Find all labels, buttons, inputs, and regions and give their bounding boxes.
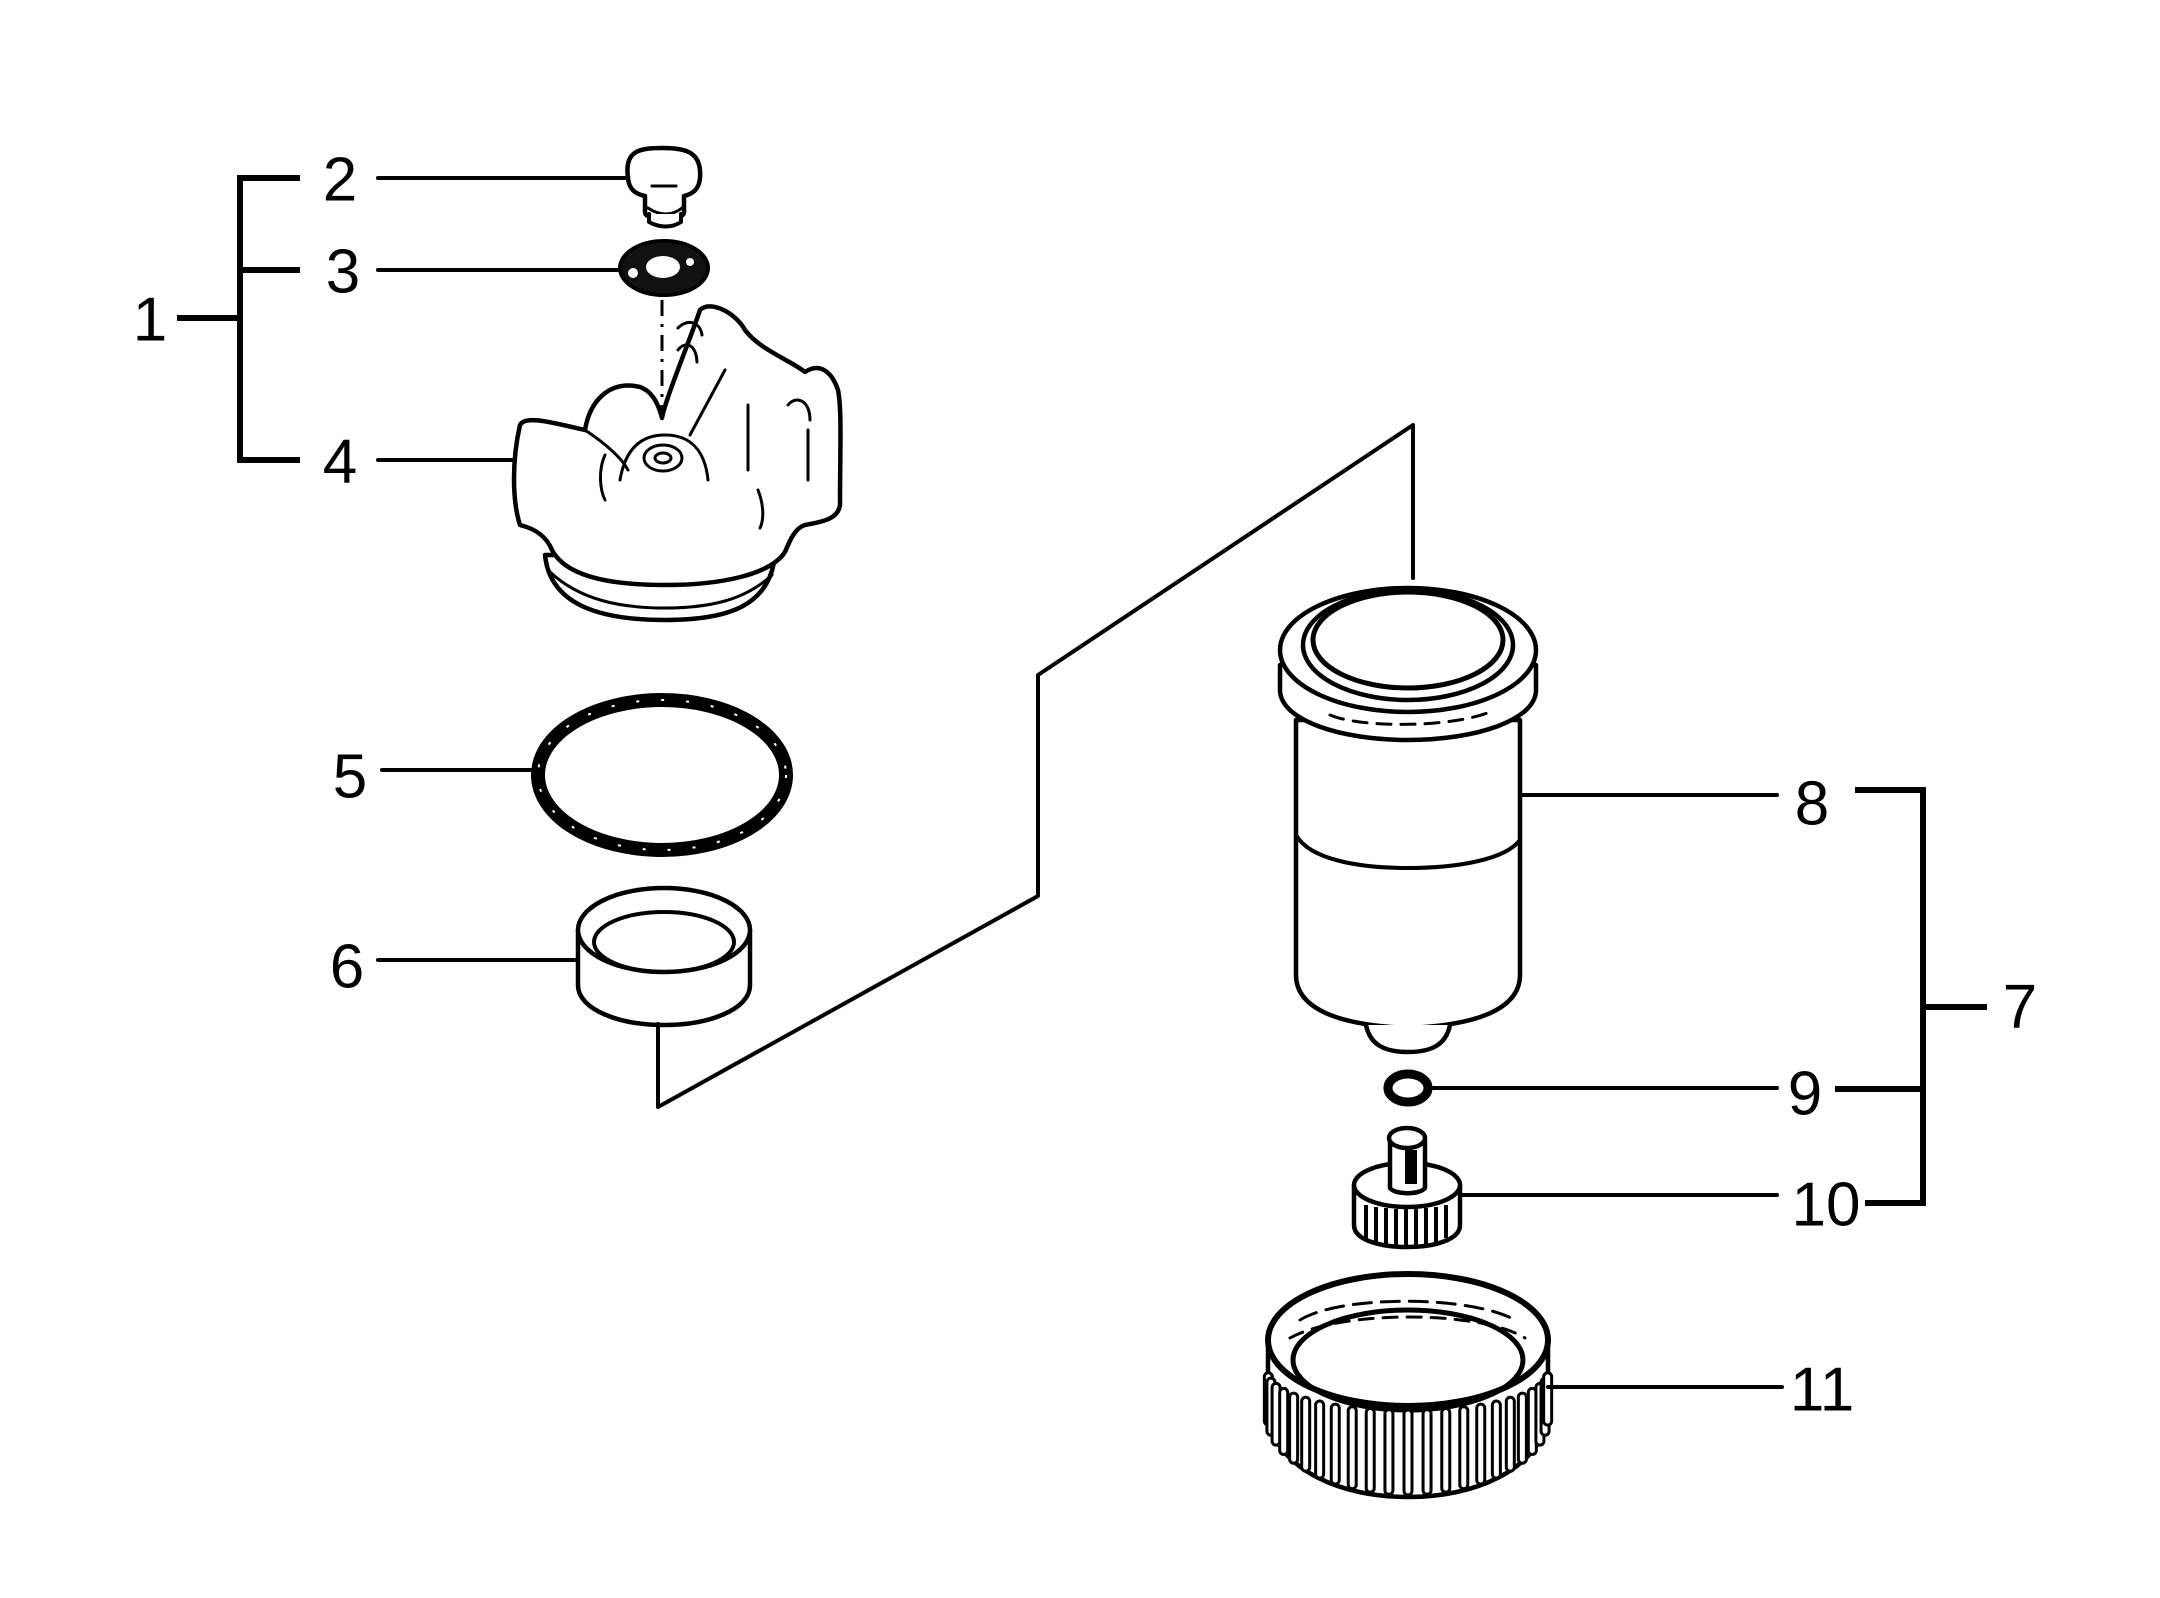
callout-label-9[interactable]: 9 bbox=[1788, 1060, 1822, 1129]
callout-label-6[interactable]: 6 bbox=[330, 933, 364, 1002]
callout-label-11[interactable]: 11 bbox=[1790, 1356, 1854, 1425]
callout-label-1[interactable]: 1 bbox=[133, 286, 167, 355]
knurl-ridge bbox=[1383, 1408, 1395, 1496]
knurl-ridge bbox=[1440, 1407, 1452, 1494]
knurl-ridge bbox=[1288, 1391, 1300, 1465]
callout-label-2[interactable]: 2 bbox=[323, 146, 357, 215]
bracket-group-1 bbox=[177, 175, 300, 463]
part-4-filter-head[interactable] bbox=[511, 304, 843, 623]
knurl-ridge bbox=[1364, 1407, 1376, 1494]
part-6-ring[interactable] bbox=[575, 885, 753, 1028]
knurl-ridge bbox=[1402, 1408, 1414, 1497]
part-10-drain-plug[interactable] bbox=[1351, 1125, 1463, 1250]
callout-label-3[interactable]: 3 bbox=[326, 238, 360, 307]
callout-label-7[interactable]: 7 bbox=[2003, 973, 2037, 1042]
callout-label-10[interactable]: 10 bbox=[1792, 1171, 1861, 1240]
part-8-filter-bowl[interactable] bbox=[1277, 585, 1539, 1055]
callout-label-4[interactable]: 4 bbox=[323, 428, 357, 497]
knurl-ridge bbox=[1475, 1402, 1487, 1486]
knurl-ridge bbox=[1458, 1405, 1470, 1491]
bracket-1 bbox=[237, 175, 300, 463]
knurl-ridge bbox=[1346, 1405, 1358, 1491]
part-3-washer[interactable] bbox=[618, 239, 710, 297]
ring-nut-knurling bbox=[1262, 1371, 1554, 1497]
knurl-ridge bbox=[1278, 1386, 1290, 1457]
connector-line-6-to-8 bbox=[656, 423, 1415, 1109]
knurl-ridge bbox=[1504, 1395, 1516, 1473]
bracket-7 bbox=[1855, 787, 1926, 1206]
part-11-ring-nut[interactable] bbox=[1262, 1271, 1554, 1500]
knurl-ridge bbox=[1329, 1402, 1341, 1486]
bracket-group-7 bbox=[1835, 787, 1987, 1206]
knurl-ridge bbox=[1490, 1399, 1502, 1480]
part-5-sealing-ring[interactable] bbox=[531, 693, 793, 857]
knurl-ridge bbox=[1516, 1391, 1528, 1465]
knurl-ridge bbox=[1314, 1399, 1326, 1480]
knurl-ridge bbox=[1300, 1395, 1312, 1473]
knurl-ridge bbox=[1542, 1371, 1554, 1427]
callout-label-8[interactable]: 8 bbox=[1795, 770, 1829, 839]
callout-label-5[interactable]: 5 bbox=[333, 743, 367, 812]
part-9-o-ring[interactable] bbox=[1383, 1069, 1433, 1107]
knurl-ridge bbox=[1421, 1408, 1433, 1496]
part-2-plug[interactable] bbox=[625, 145, 703, 229]
